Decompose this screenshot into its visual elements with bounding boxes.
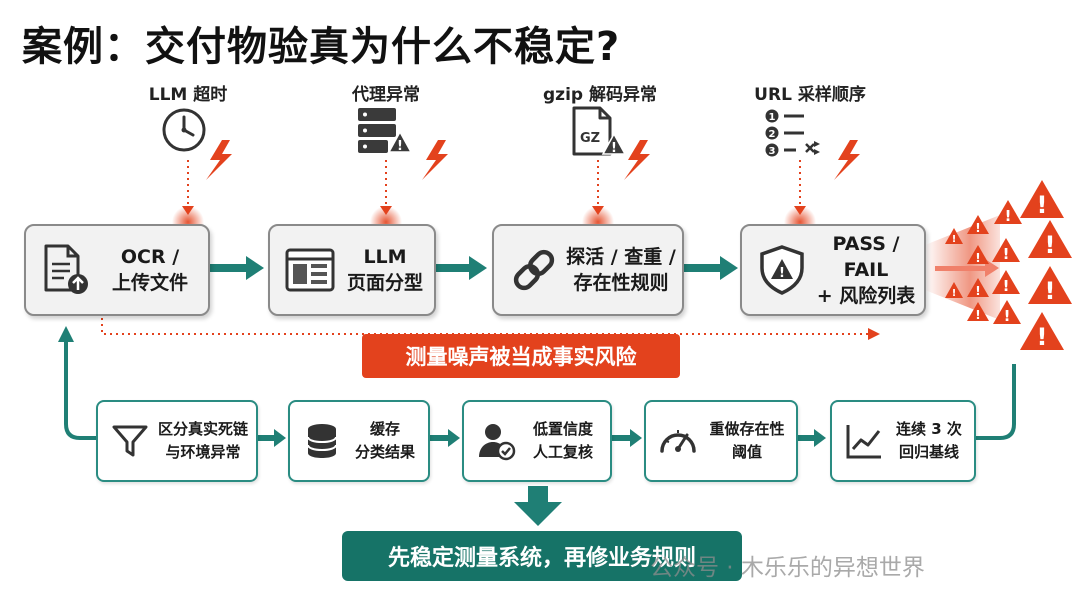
- pipeline-step-line: 上传文件: [111, 272, 188, 294]
- watermark: 公众号 · 木乐乐的异想世界: [650, 555, 925, 581]
- clock-icon: [162, 108, 206, 152]
- svg-text:1: 1: [769, 112, 776, 123]
- fix-step-line: 低置信度: [532, 420, 593, 438]
- svg-text:!: !: [975, 284, 980, 298]
- fix-step-regression: 连续 3 次 回归基线: [830, 400, 976, 482]
- svg-text:!: !: [1037, 323, 1048, 351]
- fix-step-line: 区分真实死链: [157, 420, 248, 438]
- pipeline-step-link-check: 探活 / 查重 / 存在性规则: [492, 224, 684, 316]
- svg-text:!: !: [1045, 277, 1056, 305]
- svg-text:!: !: [1003, 277, 1010, 295]
- source-label-llm-timeout: LLM 超时: [148, 85, 228, 105]
- pipeline-step-line: 探活 / 查重 /: [566, 246, 676, 268]
- fix-step-line: 分类结果: [354, 443, 415, 461]
- fix-step-line: 阈值: [731, 443, 762, 461]
- svg-text:!: !: [975, 221, 980, 235]
- down-arrow: [514, 486, 562, 526]
- feedback-loop: [64, 340, 1016, 440]
- link-icon: [513, 249, 555, 291]
- svg-text:!: !: [397, 139, 403, 154]
- gz-file-warning-icon: GZ !: [572, 106, 626, 156]
- fix-step-line: 重做存在性: [709, 420, 785, 438]
- fix-step-distinguish: 区分真实死链 与环境异常: [96, 400, 258, 482]
- fix-step-line: 人工复核: [532, 443, 593, 461]
- noise-drop-lines: [187, 160, 801, 210]
- browser-window-icon: [285, 248, 335, 292]
- fix-step-line: 回归基线: [898, 443, 959, 461]
- numbered-list-shuffle-icon: 1 2 3: [765, 109, 820, 157]
- noise-banner: 测量噪声被当成事实风险: [362, 334, 680, 378]
- pipeline-step-line: 页面分型: [346, 272, 423, 294]
- source-label-proxy-error: 代理异常: [352, 85, 420, 105]
- gauge-icon: [660, 430, 696, 453]
- fix-step-cache: 缓存 分类结果: [288, 400, 430, 482]
- source-label-gzip-error: gzip 解码异常: [543, 85, 657, 105]
- svg-text:!: !: [1004, 307, 1011, 325]
- svg-text:!: !: [611, 141, 617, 156]
- risk-spray: [925, 215, 1000, 320]
- noise-drop-arrowheads: [182, 206, 806, 215]
- fix-step-threshold: 重做存在性 阈值: [644, 400, 798, 482]
- svg-text:!: !: [975, 251, 980, 265]
- pipeline-step-verdict: ! PASS / FAIL + 风险列表: [740, 224, 926, 316]
- fix-step-line: 连续 3 次: [896, 420, 962, 438]
- server-warning-icon: !: [358, 108, 412, 154]
- feedback-loop-arrowhead: [58, 326, 74, 342]
- svg-text:!: !: [952, 288, 957, 299]
- page-title: 案例：交付物验真为什么不稳定?: [22, 24, 621, 70]
- pipeline-step-line: PASS / FAIL: [832, 233, 900, 281]
- fix-step-line: 与环境异常: [165, 443, 241, 461]
- document-upload-icon: [44, 244, 88, 294]
- fix-arrows: [256, 429, 826, 447]
- fix-step-manual-review: 低置信度 人工复核: [462, 400, 612, 482]
- source-label-url-order: URL 采样顺序: [754, 85, 866, 105]
- svg-text:!: !: [1045, 231, 1056, 259]
- svg-text:!: !: [1003, 245, 1010, 263]
- svg-text:GZ: GZ: [580, 131, 600, 146]
- lightning-bolts: [206, 140, 860, 180]
- svg-text:!: !: [1005, 207, 1012, 225]
- user-check-icon: [479, 424, 516, 461]
- svg-text:!: !: [975, 308, 980, 322]
- noise-dotted-path: [101, 318, 870, 335]
- pipeline-step-line: + 风险列表: [816, 285, 916, 307]
- pipeline-step-llm-classify: LLM 页面分型: [268, 224, 436, 316]
- filter-icon: [112, 425, 148, 457]
- svg-text:!: !: [779, 266, 785, 281]
- bottom-banner: 先稳定测量系统，再修业务规则: [342, 531, 742, 581]
- warning-triangles: ! ! ! ! ! ! ! ! ! ! ! ! ! !: [945, 180, 1072, 351]
- pipeline-step-line: LLM: [363, 246, 407, 268]
- fix-step-line: 缓存: [369, 420, 400, 438]
- pipeline-step-ocr-upload: OCR / 上传文件: [24, 224, 210, 316]
- noise-dotted-arrowhead: [868, 328, 880, 340]
- database-icon: [307, 424, 337, 458]
- trend-chart-icon: [846, 425, 881, 459]
- pipeline-step-line: 存在性规则: [573, 272, 669, 294]
- pipeline-step-line: OCR /: [120, 246, 180, 268]
- shield-warning-icon: !: [760, 245, 804, 295]
- svg-text:3: 3: [769, 146, 776, 157]
- svg-text:!: !: [952, 234, 957, 245]
- pipeline-arrows: [208, 256, 738, 280]
- svg-text:!: !: [1037, 191, 1048, 219]
- svg-text:2: 2: [769, 129, 776, 140]
